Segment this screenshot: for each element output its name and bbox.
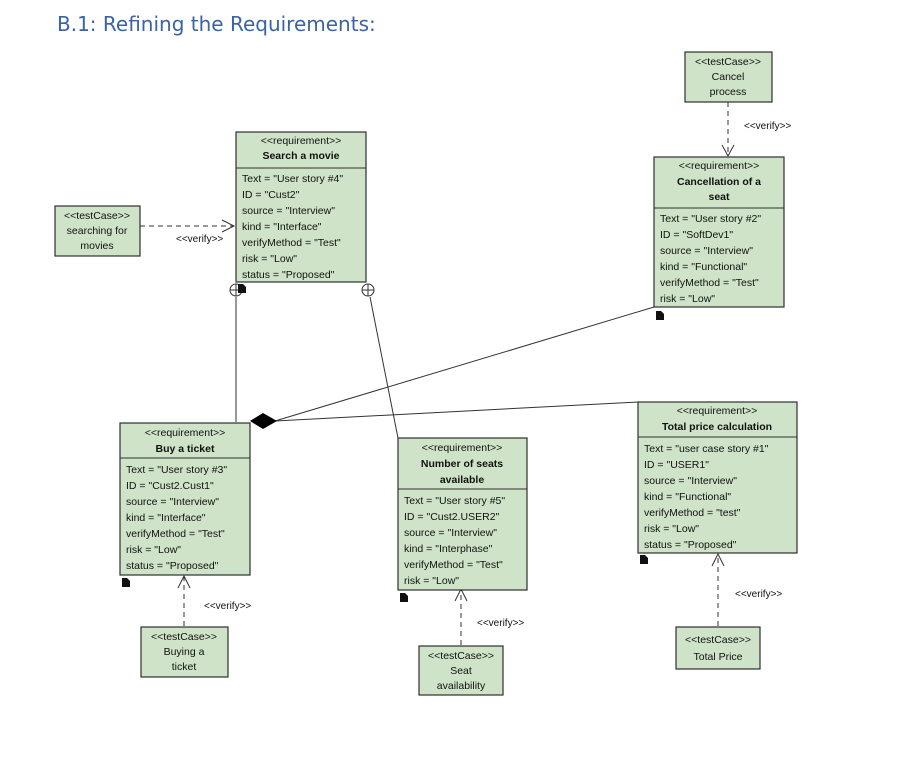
document-icon	[656, 311, 664, 320]
verify-arrowhead-cancel	[721, 144, 735, 158]
prop-status: status = "Proposed"	[242, 269, 335, 281]
requirement-name: Cancellation of a	[677, 176, 761, 188]
prop-source: source = "Interview"	[660, 245, 753, 257]
document-icon	[400, 593, 408, 602]
verify-arrowhead-total	[711, 552, 725, 567]
prop-id: ID = "Cust2"	[242, 189, 300, 201]
prop-verify-method: verifyMethod = "Test"	[404, 559, 503, 571]
requirement-name: Total price calculation	[662, 421, 772, 433]
stereotype-label: <<requirement>>	[261, 135, 342, 147]
testcase-searching-movies[interactable]: <<testCase>> searching for movies	[54, 205, 141, 257]
composition-line-buy-cancel	[274, 306, 655, 422]
prop-text: Text = "User story #4"	[242, 173, 343, 185]
composition-line-buy-total	[274, 401, 639, 422]
testcase-name-line2: movies	[80, 240, 113, 252]
document-icon	[640, 555, 648, 564]
containment-line-search-seats	[369, 296, 399, 439]
prop-text: Text = "user case story #1"	[644, 443, 769, 455]
prop-verify-method: verifyMethod = "Test"	[242, 237, 341, 249]
prop-source: source = "Interview"	[242, 205, 335, 217]
stereotype-label: <<requirement>>	[145, 427, 226, 439]
stereotype-label: <<testCase>>	[64, 210, 130, 222]
requirement-buy-ticket[interactable]: <<requirement>> Buy a ticket Text = "Use…	[119, 422, 251, 576]
verify-label-search: <<verify>>	[176, 234, 223, 245]
testcase-name: Buying a	[164, 646, 205, 658]
prop-id: ID = "USER1"	[644, 459, 709, 471]
testcase-name-line2: availability	[437, 680, 486, 692]
prop-text: Text = "User story #5"	[404, 495, 505, 507]
prop-source: source = "Interview"	[126, 496, 219, 508]
testcase-name: searching for	[67, 225, 128, 237]
requirement-seats-available[interactable]: <<requirement>> Number of seats availabl…	[397, 437, 528, 591]
prop-verify-method: verifyMethod = "test"	[644, 507, 741, 519]
prop-risk: risk = "Low"	[242, 253, 297, 265]
prop-kind: kind = "Functional"	[644, 491, 731, 503]
testcase-cancel-process[interactable]: <<testCase>> Cancel process	[684, 51, 773, 103]
prop-verify-method: verifyMethod = "Test"	[660, 277, 759, 289]
stereotype-label: <<testCase>>	[695, 56, 761, 68]
prop-id: ID = "Cust2.Cust1"	[126, 480, 214, 492]
requirement-name: Search a movie	[262, 150, 339, 162]
verify-arrowhead-buy	[177, 574, 191, 589]
prop-verify-method: verifyMethod = "Test"	[126, 528, 225, 540]
prop-risk: risk = "Low"	[660, 293, 715, 305]
prop-kind: kind = "Interface"	[126, 512, 206, 524]
document-icon	[122, 578, 130, 587]
testcase-name-line2: ticket	[172, 661, 197, 673]
stereotype-label: <<requirement>>	[679, 160, 760, 172]
composition-diamond	[250, 413, 277, 429]
verify-label-seats: <<verify>>	[477, 618, 524, 629]
stereotype-label: <<testCase>>	[428, 650, 494, 662]
containment-marker-right	[361, 283, 375, 297]
stereotype-label: <<requirement>>	[677, 405, 758, 417]
prop-risk: risk = "Low"	[644, 523, 699, 535]
page-title: B.1: Refining the Requirements:	[57, 12, 376, 36]
prop-kind: kind = "Interphase"	[404, 543, 493, 555]
requirement-cancellation-seat[interactable]: <<requirement>> Cancellation of a seat T…	[653, 156, 785, 308]
prop-kind: kind = "Interface"	[242, 221, 322, 233]
requirement-name-line2: available	[440, 474, 485, 486]
requirement-name-line2: seat	[708, 191, 730, 203]
prop-risk: risk = "Low"	[404, 575, 459, 587]
testcase-name: Seat	[450, 665, 472, 677]
stereotype-label: <<requirement>>	[422, 442, 503, 454]
verify-label-total: <<verify>>	[735, 589, 782, 600]
testcase-name: Total Price	[693, 651, 742, 663]
prop-id: ID = "Cust2.USER2"	[404, 511, 500, 523]
prop-source: source = "Interview"	[404, 527, 497, 539]
stereotype-label: <<testCase>>	[151, 631, 217, 643]
verify-label-cancel: <<verify>>	[744, 121, 791, 132]
testcase-name-line2: process	[710, 86, 747, 98]
prop-status: status = "Proposed"	[126, 560, 219, 572]
testcase-name: Cancel	[712, 71, 745, 83]
verify-arrowhead-search	[221, 219, 236, 233]
prop-id: ID = "SoftDev1"	[660, 229, 733, 241]
verify-label-buy: <<verify>>	[204, 601, 251, 612]
prop-source: source = "Interview"	[644, 475, 737, 487]
requirement-name: Buy a ticket	[156, 443, 215, 455]
prop-risk: risk = "Low"	[126, 544, 181, 556]
prop-text: Text = "User story #2"	[660, 213, 761, 225]
testcase-buying-ticket[interactable]: <<testCase>> Buying a ticket	[140, 626, 229, 678]
testcase-total-price[interactable]: <<testCase>> Total Price	[675, 626, 761, 670]
prop-status: status = "Proposed"	[644, 539, 737, 551]
document-icon	[238, 284, 246, 293]
requirement-search-movie[interactable]: <<requirement>> Search a movie Text = "U…	[235, 131, 367, 283]
prop-text: Text = "User story #3"	[126, 464, 227, 476]
testcase-seat-availability[interactable]: <<testCase>> Seat availability	[418, 645, 504, 696]
requirement-name: Number of seats	[421, 458, 503, 470]
stereotype-label: <<testCase>>	[685, 634, 751, 646]
prop-kind: kind = "Functional"	[660, 261, 747, 273]
requirement-total-price[interactable]: <<requirement>> Total price calculation …	[637, 401, 798, 554]
